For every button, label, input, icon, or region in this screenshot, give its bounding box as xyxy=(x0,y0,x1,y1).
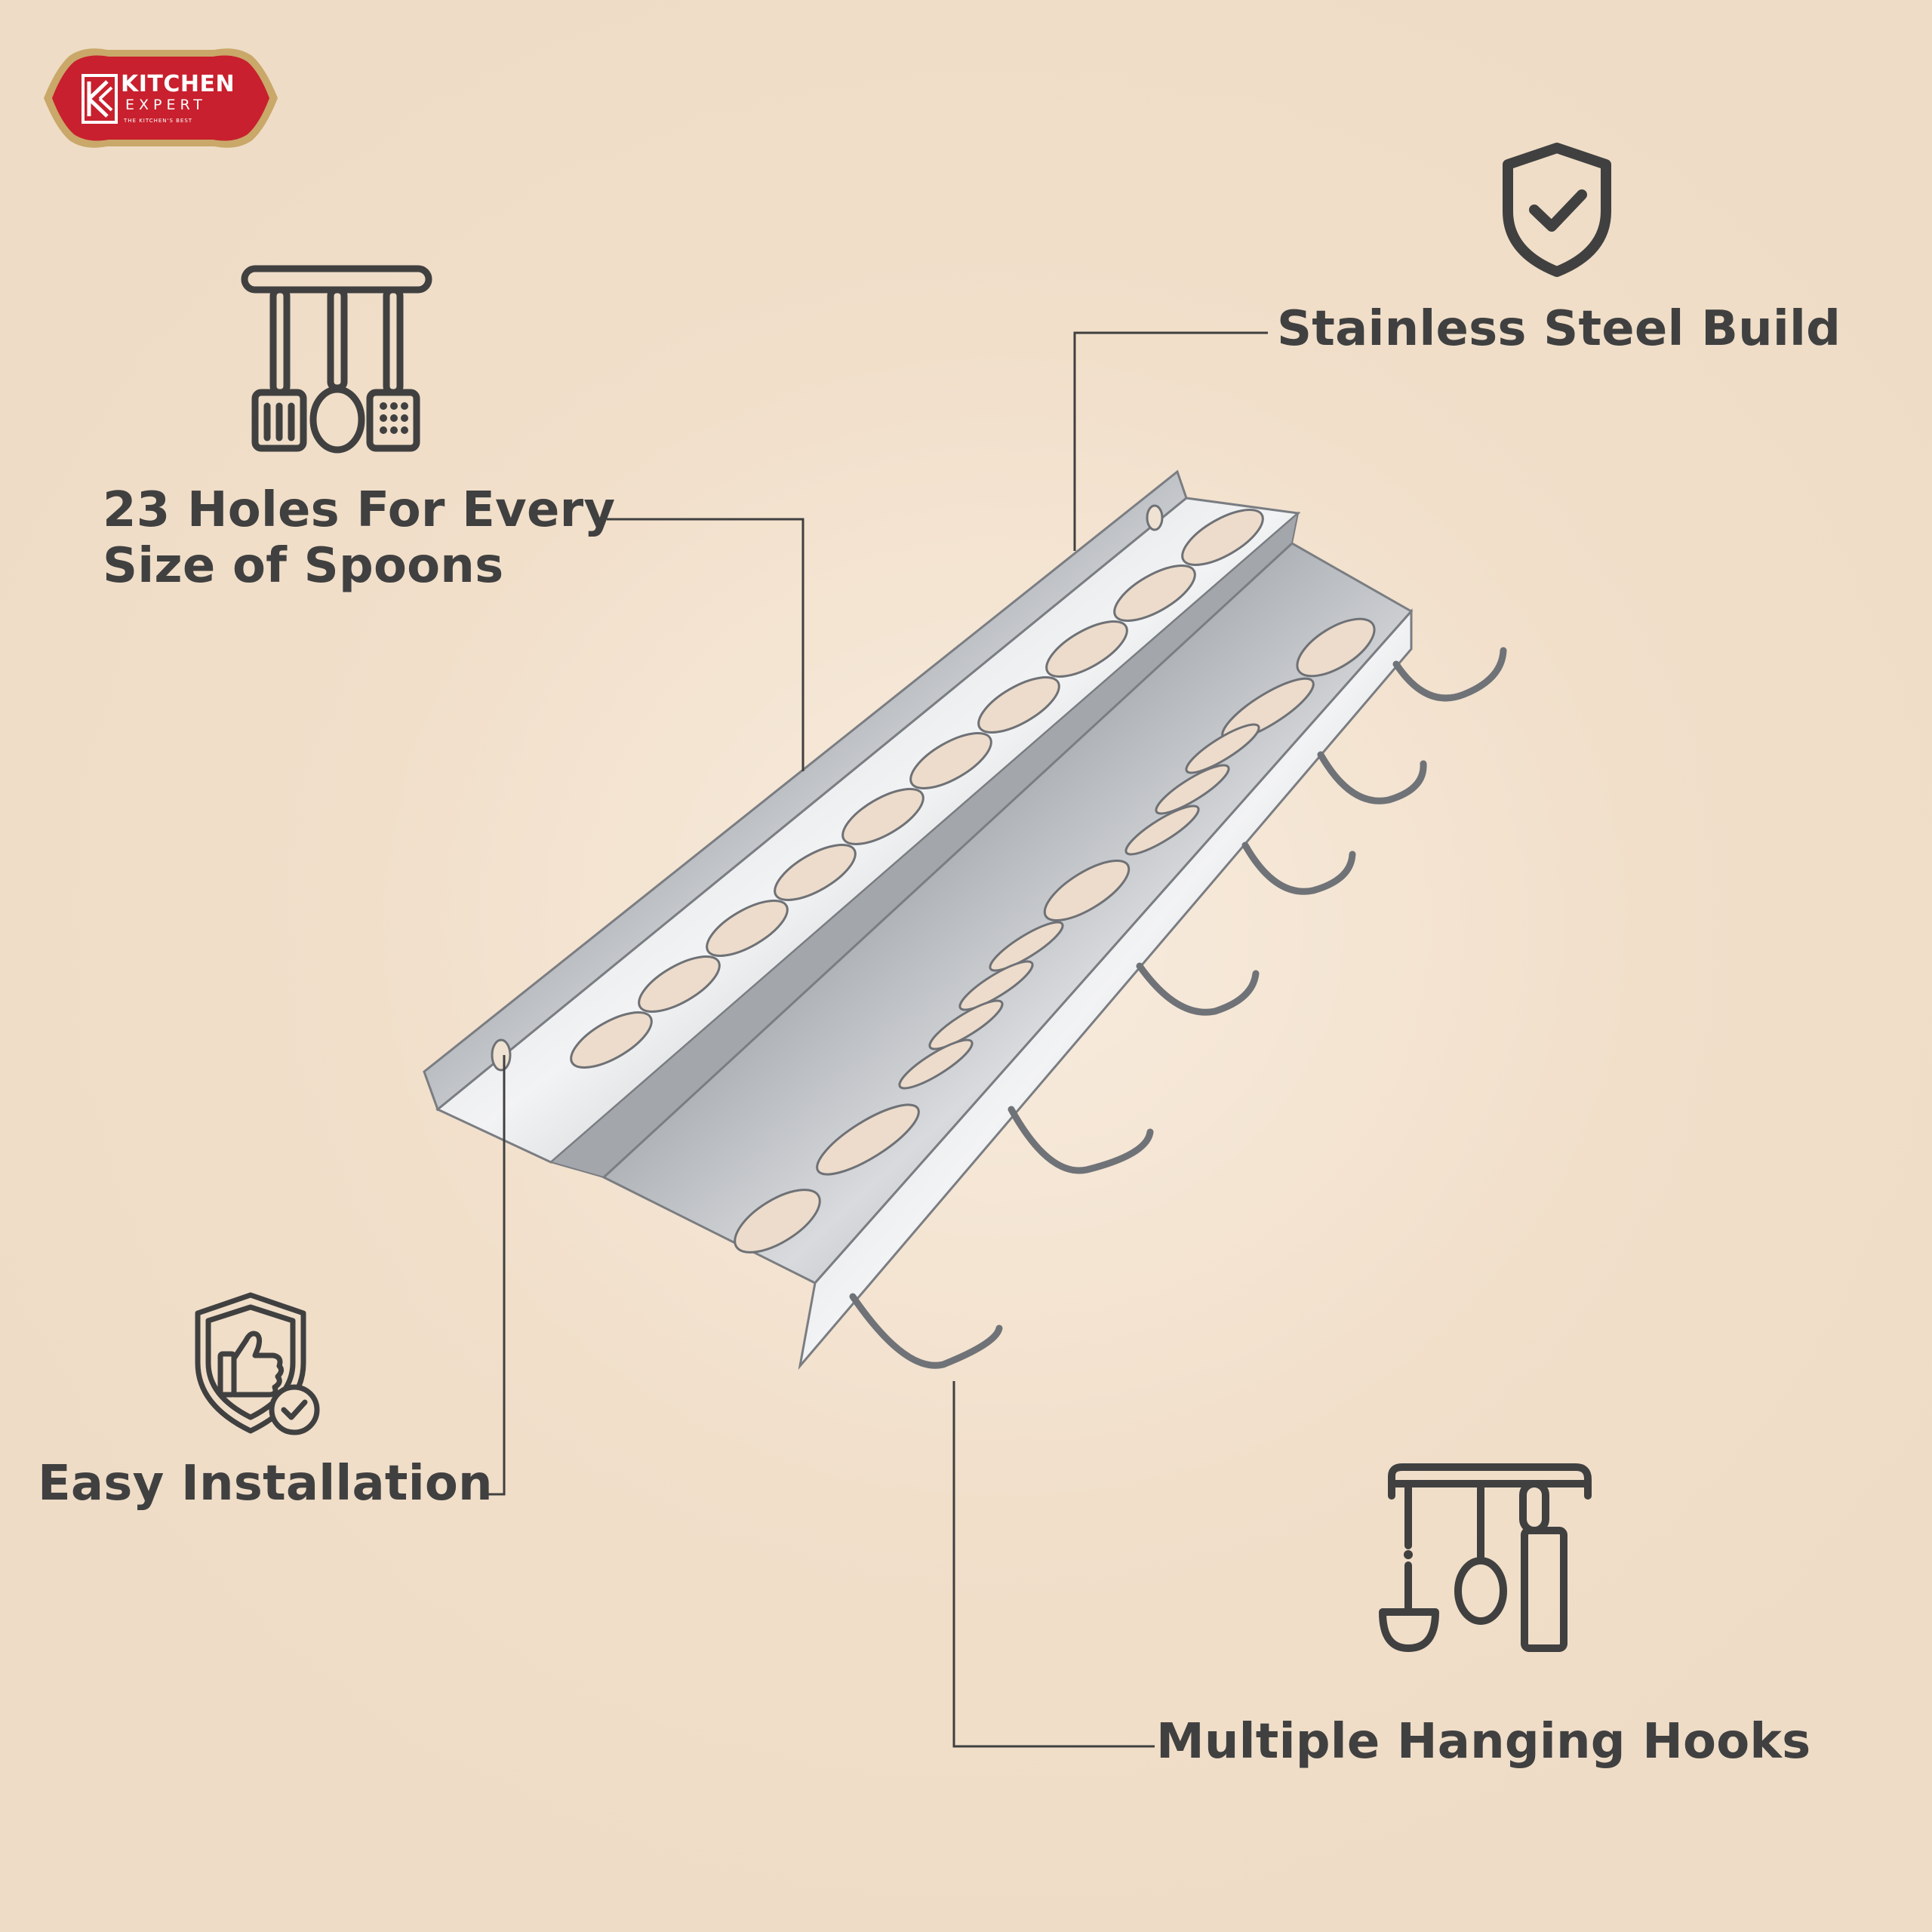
feature-hooks-label: Multiple Hanging Hooks xyxy=(1156,1714,1811,1770)
feature-holes-label: 23 Holes For Every Size of Spoons xyxy=(103,482,616,594)
installation-leader-line xyxy=(483,1055,506,1496)
brand-subname: EXPERT xyxy=(125,97,207,113)
hooks-leader-line xyxy=(952,1381,1155,1748)
thumbs-up-shield-icon xyxy=(195,1292,320,1435)
brand-name: KITCHEN xyxy=(121,71,235,97)
spoon-stand-image xyxy=(423,469,1507,1371)
feature-steel-line1: Stainless Steel Build xyxy=(1277,301,1841,357)
hanging-utensils-icon xyxy=(241,265,432,454)
holes-leader-line xyxy=(607,518,804,771)
feature-holes-line1: 23 Holes For Every xyxy=(103,482,616,538)
brand-logo: KITCHEN EXPERT THE KITCHEN'S BEST xyxy=(39,45,282,151)
feature-steel-label: Stainless Steel Build xyxy=(1277,301,1841,358)
feature-holes-line2: Size of Spoons xyxy=(103,537,504,594)
feature-hooks-line1: Multiple Hanging Hooks xyxy=(1156,1714,1811,1770)
logo-badge xyxy=(44,48,278,148)
feature-installation-label: Easy Installation xyxy=(38,1456,493,1512)
shield-check-icon xyxy=(1503,143,1611,277)
brand-tagline: THE KITCHEN'S BEST xyxy=(124,118,193,124)
utensil-rack-icon xyxy=(1379,1463,1592,1652)
feature-installation-line1: Easy Installation xyxy=(38,1456,493,1512)
steel-leader-line xyxy=(1073,331,1268,551)
